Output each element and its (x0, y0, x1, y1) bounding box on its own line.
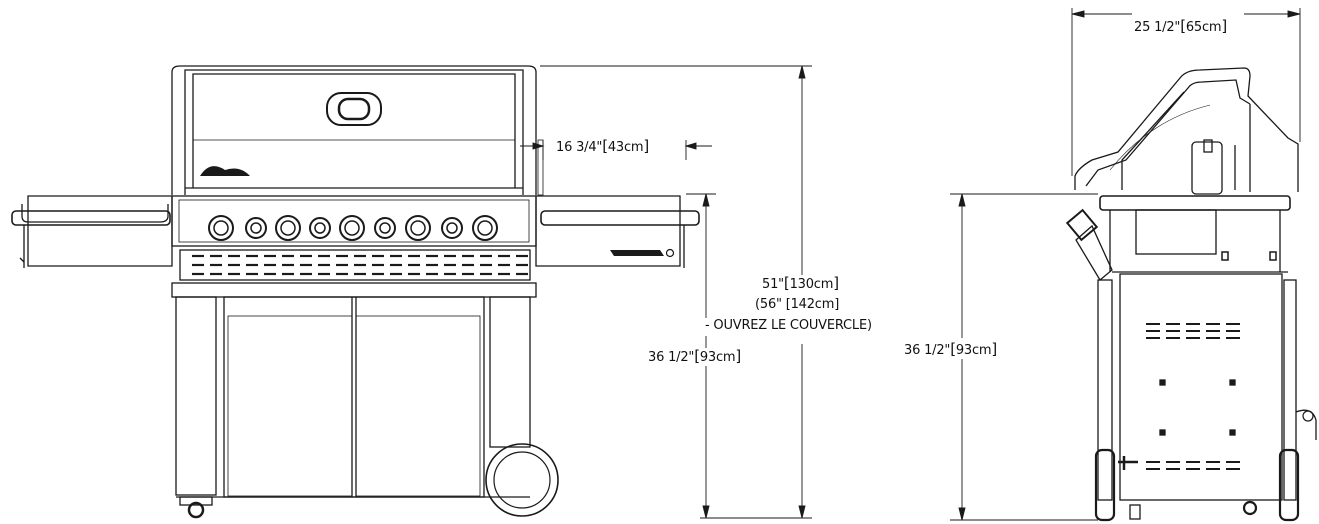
counter-height-front-value: 36 1/2" (648, 350, 695, 365)
front-cart (171, 282, 559, 519)
counter-height-side-label: 36 1/2"[93cm] (904, 340, 998, 359)
brand-logo (200, 166, 250, 176)
lid-offset-value: 16 3/4" (556, 140, 603, 155)
counter-height-front-label: 36 1/2"[93cm] (648, 347, 742, 366)
height-open-note: - OUVREZ LE COUVERCLE) (705, 318, 872, 334)
counter-height-front-metric: 93cm (699, 350, 736, 365)
front-caster (179, 496, 213, 519)
front-right-side-shelf (535, 195, 700, 268)
control-knob (208, 215, 498, 241)
depth-metric: 65cm (1185, 20, 1222, 35)
lid-handle-badge (326, 92, 382, 126)
height-total-dimension-label: 51"[130cm] (762, 274, 839, 293)
side-wheel (1094, 448, 1300, 522)
side-cart (1094, 273, 1317, 522)
side-body (1065, 195, 1291, 281)
lid-offset-dimension-label: 16 3/4"[43cm] (556, 137, 650, 156)
side-dimension-lines (950, 8, 1301, 521)
depth-dimension-label: 25 1/2"[65cm] (1134, 17, 1228, 36)
front-control-panel (171, 195, 537, 247)
front-vent-strip (179, 249, 531, 281)
front-wheel (485, 443, 559, 517)
counter-height-side-metric: 93cm (955, 343, 992, 358)
lid-offset-metric: 43cm (607, 140, 644, 155)
front-dimension-lines (520, 65, 812, 519)
depth-value: 25 1/2" (1134, 20, 1181, 35)
brand-script-logo (610, 250, 664, 256)
side-view-grill (1065, 67, 1317, 522)
front-view-grill (11, 65, 700, 519)
height-open-label: (56" [142cm] (755, 297, 840, 313)
front-lid (171, 65, 544, 196)
side-hood (1074, 67, 1299, 195)
counter-height-side-value: 36 1/2" (904, 343, 951, 358)
height-total-metric: 130cm (789, 277, 834, 292)
height-total-value: 51" (762, 277, 784, 292)
side-knob (1065, 208, 1099, 242)
front-left-side-shelf (11, 195, 173, 268)
